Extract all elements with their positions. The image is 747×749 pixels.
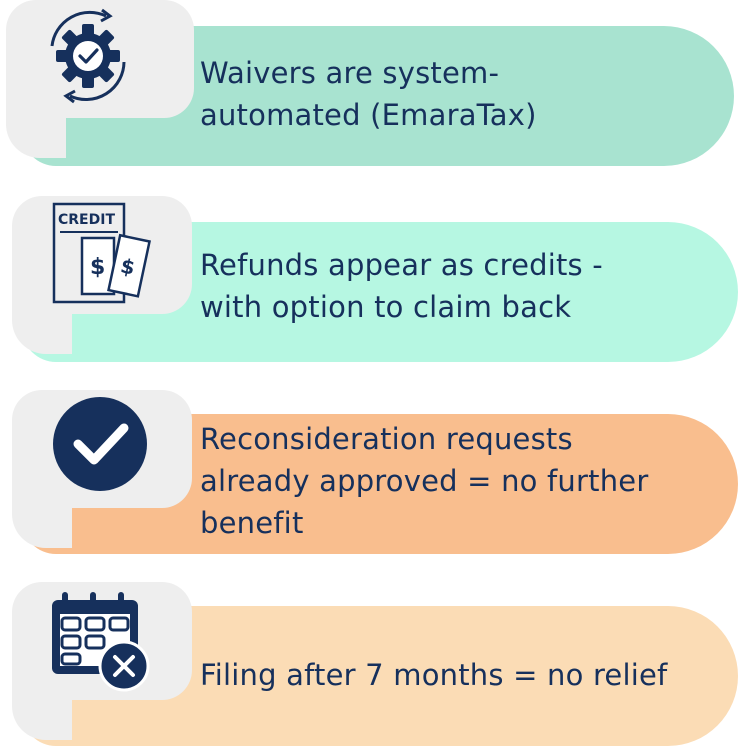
credit-label: CREDIT bbox=[58, 212, 115, 228]
info-card-3: Reconsideration requests already approve… bbox=[0, 388, 747, 558]
calendar-cancel-icon bbox=[52, 592, 150, 692]
gear-check-icon bbox=[50, 8, 126, 104]
credit-refund-icon: CREDIT $ $ bbox=[52, 202, 151, 304]
info-card-2: CREDIT $ $ Refunds appear as credits - w… bbox=[0, 194, 747, 364]
info-card-1: Waivers are system- automated (EmaraTax) bbox=[0, 0, 747, 170]
info-card-4: Filing after 7 months = no relief bbox=[0, 580, 747, 749]
icon-tab-lower bbox=[12, 254, 72, 354]
card-text-4: Filing after 7 months = no relief bbox=[200, 658, 668, 692]
svg-text:$: $ bbox=[118, 253, 137, 279]
svg-text:$: $ bbox=[90, 255, 105, 280]
card-text-2: Refunds appear as credits - with option … bbox=[200, 248, 603, 324]
card-text-1: Waivers are system- automated (EmaraTax) bbox=[200, 56, 537, 132]
check-circle-icon bbox=[53, 397, 147, 491]
icon-tab-lower bbox=[6, 60, 66, 158]
card-text-3: Reconsideration requests already approve… bbox=[200, 422, 649, 540]
